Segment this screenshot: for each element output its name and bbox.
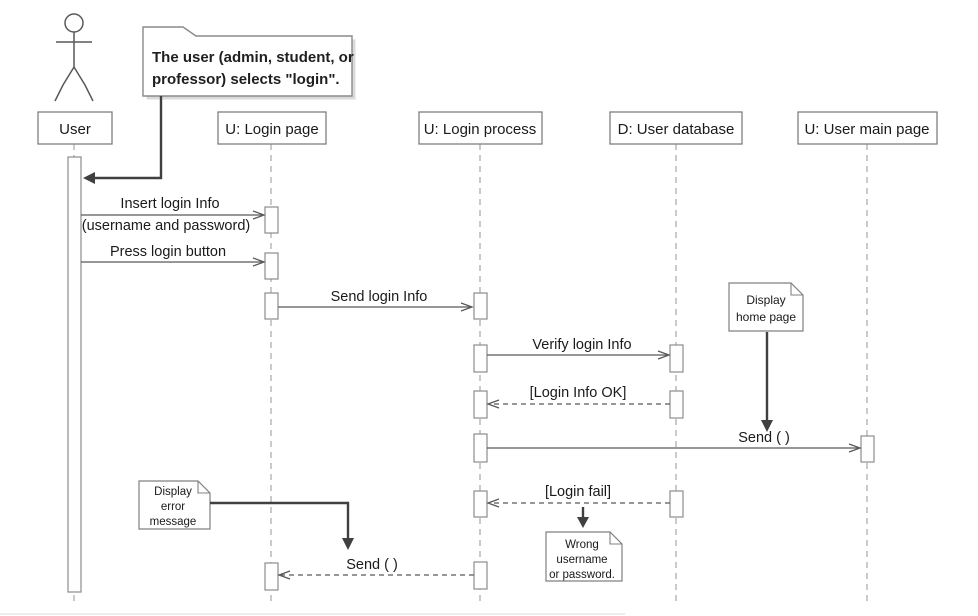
header-box-login-process bbox=[418, 111, 543, 145]
note-shape bbox=[545, 531, 623, 582]
activation-login-page-4 bbox=[264, 562, 279, 591]
note-text-line2: professor) selects "login". bbox=[152, 71, 340, 88]
message-send-home: Send ( ) bbox=[487, 430, 862, 453]
note-display-home-page: Display home page bbox=[728, 282, 804, 432]
arrowhead-open-left-icon bbox=[486, 399, 500, 409]
note-text-line2: username bbox=[556, 554, 607, 566]
message-insert-login: Insert login Info (username and password… bbox=[81, 196, 266, 234]
arrowhead-filled-down-icon bbox=[761, 420, 773, 432]
actor-right-leg bbox=[73, 66, 94, 102]
header-label-user-main-page: U: User main page bbox=[804, 121, 929, 138]
activation-login-process-5 bbox=[473, 490, 488, 518]
note-fold-icon bbox=[790, 283, 803, 296]
arrowhead-open-right-icon bbox=[252, 257, 266, 267]
note-connector bbox=[92, 96, 163, 180]
activation-login-process-2 bbox=[473, 344, 488, 373]
arrowhead-open-left-icon bbox=[486, 498, 500, 508]
arrowhead-open-right-icon bbox=[848, 443, 862, 453]
activation-bars bbox=[67, 156, 875, 593]
note-connector bbox=[210, 501, 350, 540]
message-press-login: Press login button bbox=[81, 244, 266, 267]
header-label-login-page: U: Login page bbox=[225, 121, 318, 138]
activation-login-page-1 bbox=[264, 206, 279, 234]
message-label: [Login fail] bbox=[545, 484, 611, 500]
arrowhead-open-right-icon bbox=[657, 350, 671, 360]
header-box-user-main-page bbox=[797, 111, 938, 145]
message-label: Press login button bbox=[110, 244, 226, 260]
message-label: [Login Info OK] bbox=[530, 385, 627, 401]
note-fold-icon bbox=[609, 532, 622, 545]
lifeline-headers: User U: Login page U: Login process D: U… bbox=[37, 111, 938, 145]
header-box-login-page bbox=[217, 111, 327, 145]
actor-user-icon bbox=[54, 13, 94, 102]
note-text-line1: Display bbox=[746, 293, 785, 307]
note-shape bbox=[142, 26, 353, 97]
message-label: Verify login Info bbox=[532, 337, 631, 353]
note-wrong-credentials: Wrong username or password. bbox=[545, 507, 623, 582]
activation-login-process-1 bbox=[473, 292, 488, 320]
arrowhead-open-right-icon bbox=[252, 210, 266, 220]
note-user-selects-login: The user (admin, student, or professor) … bbox=[83, 26, 356, 184]
arrowhead-filled-down-icon bbox=[577, 517, 589, 528]
activation-login-process-3 bbox=[473, 390, 488, 419]
activation-main-page-1 bbox=[860, 435, 875, 463]
activation-login-process-6 bbox=[473, 561, 488, 590]
actor-left-leg bbox=[54, 66, 75, 102]
message-label: Send ( ) bbox=[738, 430, 790, 446]
header-label-user: User bbox=[59, 121, 91, 138]
note-text-line2: error bbox=[161, 501, 185, 513]
note-shape bbox=[728, 282, 804, 332]
activation-login-page-3 bbox=[264, 292, 279, 320]
header-label-user-database: D: User database bbox=[618, 121, 735, 138]
note-shape bbox=[138, 480, 211, 530]
activation-database-2 bbox=[669, 390, 684, 419]
activation-database-1 bbox=[669, 344, 684, 373]
actor-head bbox=[64, 13, 84, 33]
arrowhead-open-right-icon bbox=[460, 302, 474, 312]
header-box-user-database bbox=[609, 111, 743, 145]
message-send-login-info: Send login Info bbox=[278, 289, 474, 312]
message-sublabel: (username and password) bbox=[82, 218, 250, 234]
arrowhead-open-left-icon bbox=[277, 570, 291, 580]
note-text-line1: Wrong bbox=[565, 539, 599, 551]
message-login-info-ok: [Login Info OK] bbox=[486, 385, 670, 409]
message-login-fail: [Login fail] bbox=[486, 484, 670, 508]
lifeline-dashed-lines bbox=[73, 144, 868, 603]
note-display-error-message: Display error message bbox=[138, 480, 354, 550]
arrowhead-filled-left-icon bbox=[83, 172, 95, 184]
note-text-line3: message bbox=[150, 516, 197, 528]
note-fold-icon bbox=[197, 481, 210, 494]
activation-login-page-2 bbox=[264, 252, 279, 280]
activation-database-3 bbox=[669, 490, 684, 518]
message-label: Insert login Info bbox=[120, 196, 219, 212]
note-text-line2: home page bbox=[736, 310, 796, 324]
note-text-line3: or password. bbox=[549, 569, 615, 581]
message-label: Send ( ) bbox=[346, 557, 398, 573]
message-send-error: Send ( ) bbox=[277, 557, 474, 580]
message-verify-login: Verify login Info bbox=[487, 337, 671, 360]
header-label-login-process: U: Login process bbox=[424, 121, 537, 138]
message-label: Send login Info bbox=[331, 289, 428, 305]
activation-user-main bbox=[67, 156, 82, 593]
header-box-user bbox=[37, 111, 113, 145]
activation-login-process-4 bbox=[473, 433, 488, 463]
arrowhead-filled-down-icon bbox=[342, 538, 354, 550]
note-text-line1: The user (admin, student, or bbox=[152, 49, 354, 66]
note-text-line1: Display bbox=[154, 486, 192, 498]
